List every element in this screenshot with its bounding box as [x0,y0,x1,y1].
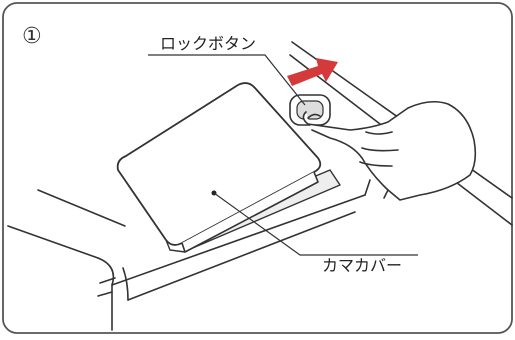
arrow-right-icon [287,58,338,86]
step-number: ① [22,24,42,49]
pointing-hand-icon [302,100,477,201]
hook-cover-leader [213,192,418,256]
lock-button-leader [148,54,306,106]
leader-lines [148,54,418,256]
lock-button[interactable] [289,94,331,126]
lock-button-label: ロックボタン [160,34,256,53]
hook-cover-label: カマカバー [322,256,402,275]
hook-cover[interactable] [116,82,322,253]
